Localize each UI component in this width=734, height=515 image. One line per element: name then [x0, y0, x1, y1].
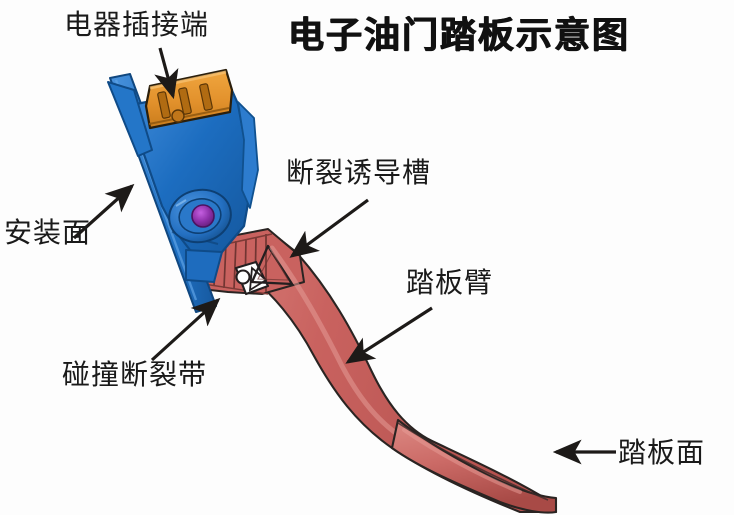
- callout-label-connector: 电器插接端: [64, 8, 210, 41]
- pivot-hub: [191, 204, 215, 228]
- callout-label-fracture-groove: 断裂诱导槽: [286, 156, 432, 189]
- callout-label-mounting-surface: 安装面: [4, 216, 92, 249]
- pedal-arm-group: [189, 228, 558, 514]
- arrow-groove: [289, 198, 369, 258]
- callout-label-pedal-face: 踏板面: [618, 436, 706, 469]
- arrow-arm: [345, 306, 433, 364]
- arrow-mounting: [72, 183, 135, 240]
- arrow-connector: [154, 47, 179, 100]
- page-title: 电子油门踏板示意图: [288, 15, 631, 56]
- callout-label-pedal-arm: 踏板臂: [406, 266, 494, 299]
- callout-arrows: [72, 47, 616, 465]
- pedal-housing-group: [107, 68, 259, 313]
- arrow-crash-band: [150, 297, 221, 362]
- callout-label-crash-fracture-band: 碰撞断裂带: [62, 358, 208, 391]
